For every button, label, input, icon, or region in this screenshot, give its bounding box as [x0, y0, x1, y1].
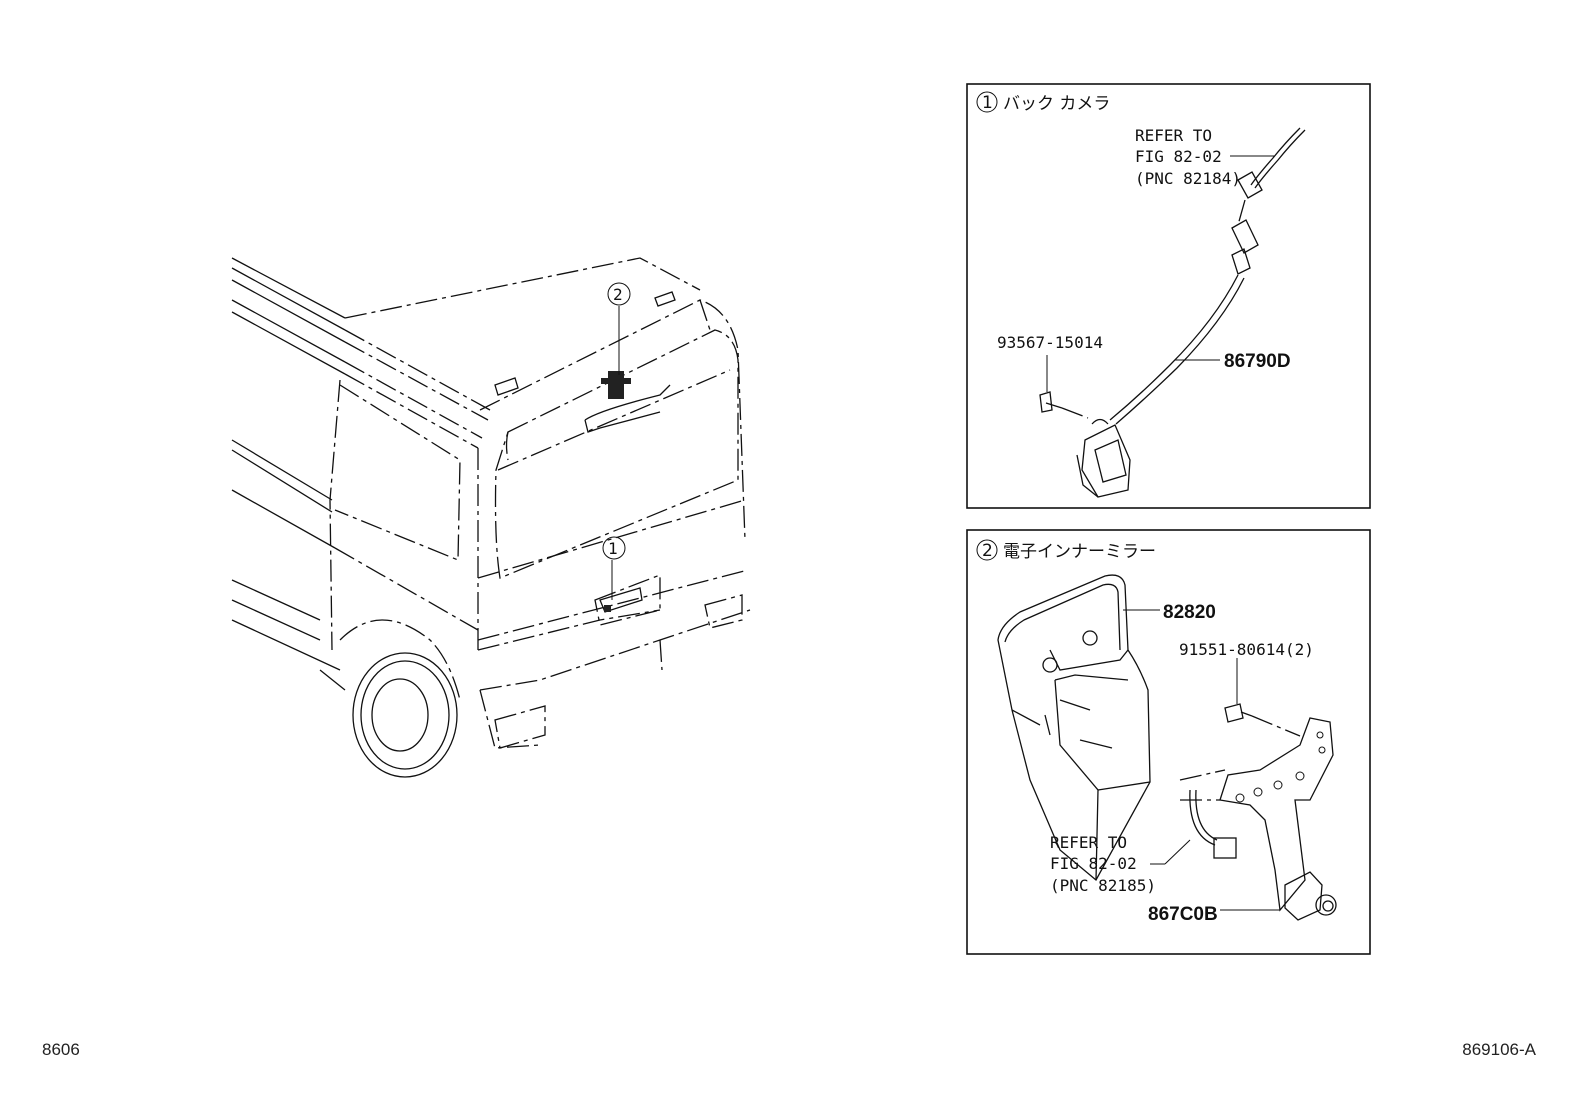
- footer-right-code: 869106-A: [1462, 1040, 1536, 1059]
- van-illustration: [231, 257, 751, 778]
- panel1-title: バック カメラ: [1003, 94, 1110, 114]
- panel2-refer-line3: (PNC 82185): [1050, 876, 1156, 895]
- panel1-refer-line2: FIG 82-02: [1135, 147, 1222, 166]
- panel2-refer-line1: REFER TO: [1050, 833, 1127, 852]
- panel1-number: 1: [982, 93, 993, 113]
- callout-1-label: 1: [608, 539, 618, 558]
- callout-2-circle: [607, 282, 631, 306]
- callout-1-circle: [602, 536, 626, 560]
- panel2-number: 2: [982, 541, 993, 561]
- panel1-refer-line3: (PNC 82184): [1135, 169, 1241, 188]
- callout-2-label: 2: [613, 285, 623, 304]
- part-86790D: 86790D: [1224, 351, 1291, 372]
- panel-inner-mirror: [966, 529, 1371, 955]
- panel-back-camera: [966, 83, 1371, 509]
- part-867C0B: 867C0B: [1148, 904, 1218, 925]
- footer-left-code: 8606: [42, 1040, 80, 1059]
- panel2-refer-line2: FIG 82-02: [1050, 854, 1137, 873]
- panel1-number-circle: [976, 91, 998, 113]
- part-93567-15014: 93567-15014: [997, 333, 1103, 352]
- panel2-number-circle: [976, 539, 998, 561]
- panel2-title: 電子インナーミラー: [1003, 542, 1156, 562]
- part-91551-80614: 91551-80614(2): [1179, 640, 1314, 659]
- panel1-refer-line1: REFER TO: [1135, 126, 1212, 145]
- part-82820: 82820: [1163, 602, 1216, 623]
